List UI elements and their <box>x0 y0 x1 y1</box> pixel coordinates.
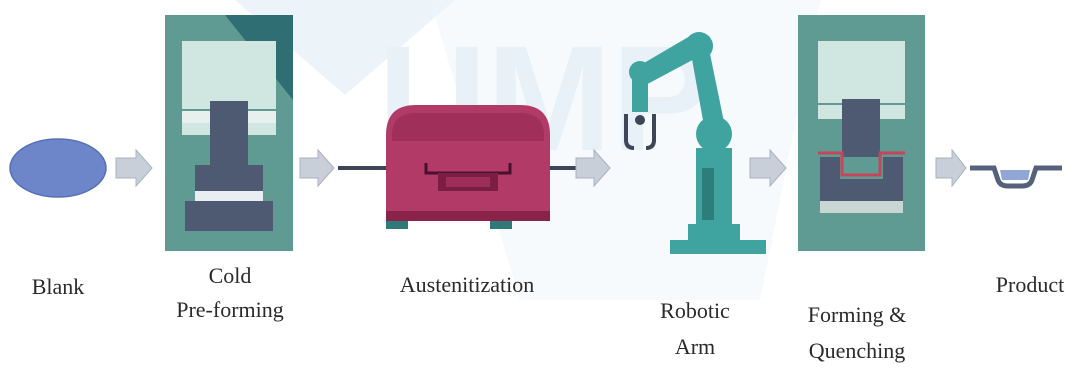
step-label-blank: Blank <box>31 274 85 299</box>
step-label-austenitization: Austenitization <box>399 272 535 297</box>
step-label-forming-quenching: Forming & Quenching <box>807 302 907 363</box>
step-label-cold-preforming: Cold Pre-forming <box>176 263 284 322</box>
flow-arrow-icon <box>935 148 967 188</box>
formed-part-icon <box>970 165 1062 189</box>
flow-arrow-icon <box>575 148 611 188</box>
press-icon <box>798 15 925 251</box>
step-label-product: Product <box>995 272 1065 297</box>
flow-arrow-icon <box>299 148 335 188</box>
robot-arm-icon <box>624 32 766 254</box>
blank-disc-icon <box>9 138 107 198</box>
furnace-icon <box>386 105 550 229</box>
press-icon <box>165 15 293 251</box>
step-label-robotic-arm: Robotic Arm <box>660 298 730 359</box>
flow-arrow-icon <box>115 148 153 188</box>
flow-arrow-icon <box>749 148 787 188</box>
